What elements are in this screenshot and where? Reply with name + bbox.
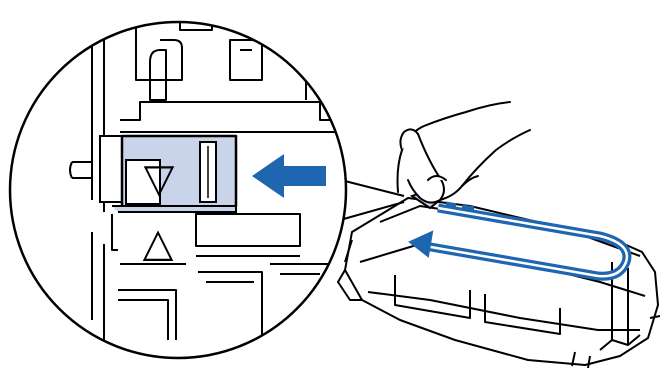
- drum-lever: ▽: [100, 136, 236, 212]
- drum-unit: [338, 198, 660, 368]
- magnifier-callout: ▽ △: [10, 10, 346, 358]
- slot-arrow-icon: △: [143, 220, 174, 266]
- hand-icon: [398, 102, 531, 203]
- lever-arrow-icon: ▽: [144, 156, 175, 202]
